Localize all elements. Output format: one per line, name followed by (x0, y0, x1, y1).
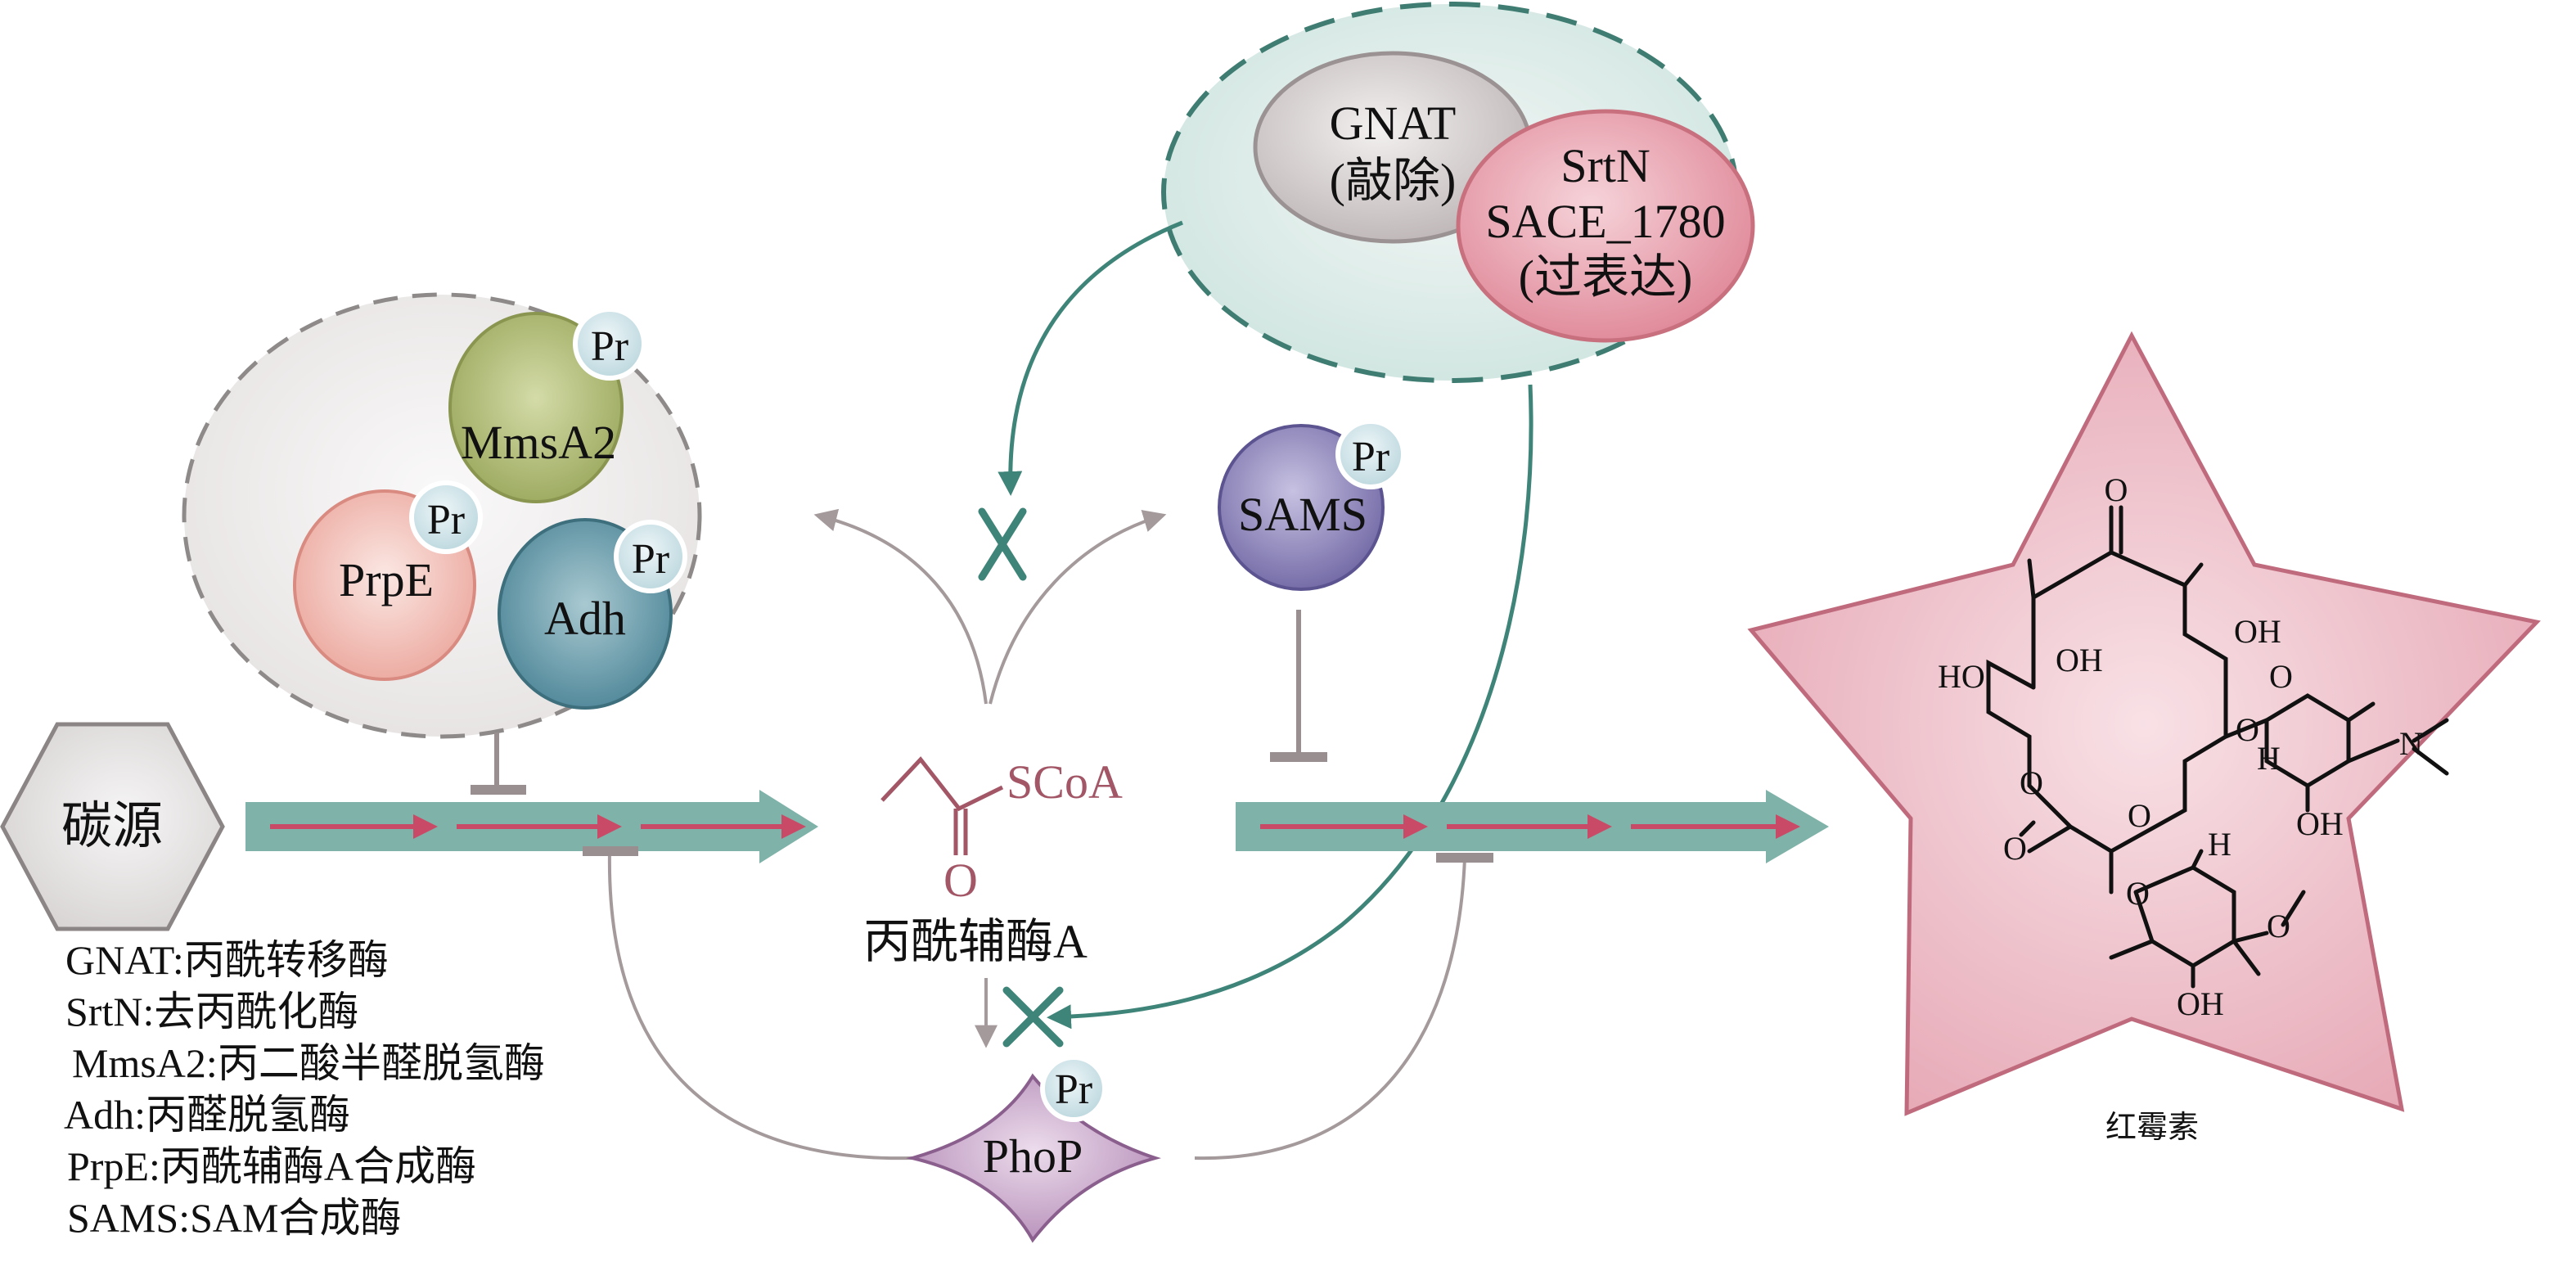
phop-label: PhoP (983, 1129, 1083, 1183)
pr-badge (573, 307, 646, 381)
atom-label: H (2257, 740, 2281, 777)
legend-item: SrtN:去丙酰化酶 (65, 989, 358, 1034)
gnat-label: GNAT (1330, 97, 1457, 150)
atom-label: OH (2177, 985, 2224, 1022)
pathway-arrow-left (245, 790, 818, 863)
atom-label: HO (1938, 658, 1985, 695)
erythromycin-name: 红霉素 (2105, 1111, 2199, 1145)
block-mark-upper-icon (978, 507, 1027, 581)
enzyme-cluster: Pr MmsA2 Pr PrpE Pr Adh (182, 292, 702, 739)
atom-label: O (2003, 830, 2027, 867)
legend-item: MmsA2:丙二酸半醛脱氢酶 (72, 1040, 545, 1086)
srtn-label: SrtN (1560, 139, 1651, 192)
erythromycin-structure (1986, 505, 2449, 989)
regulator-cluster: GNAT (敲除) SrtN SACE_1780 (过表达) (1161, 2, 1755, 383)
sams-node[interactable]: Pr SAMS (1218, 419, 1406, 591)
atom-label: OH (2234, 613, 2281, 650)
atom-label: O (2105, 471, 2128, 508)
scoa-label: SCoA (1007, 755, 1123, 809)
mmsa2-pr-label: Pr (591, 323, 628, 370)
regulation-arrow-upper (998, 220, 1183, 496)
pr-badge (614, 520, 687, 593)
legend-item: SAMS:SAM合成酶 (67, 1195, 401, 1241)
legend-item: PrpE:丙酰辅酶A合成酶 (67, 1143, 476, 1189)
adh-pr-label: Pr (632, 536, 669, 583)
adh-label: Adh (544, 592, 626, 645)
propionyl-coa-name: 丙酰辅酶A (863, 915, 1088, 968)
atom-label: OH (2296, 805, 2344, 842)
atom-label: N (2399, 725, 2423, 762)
legend: GNAT:丙酰转移酶 SrtN:去丙酰化酶 MmsA2:丙二酸半醛脱氢酶 Adh… (64, 937, 545, 1241)
pathway-arrow-right (1236, 790, 1829, 863)
carbonyl-oxygen-label: O (943, 854, 978, 907)
sams-pr-label: Pr (1352, 434, 1389, 480)
srtn-sublabel: SACE_1780 (1485, 195, 1725, 248)
atom-label: O (2020, 764, 2043, 801)
atom-label: O (2128, 797, 2151, 834)
atom-label: H (2208, 826, 2231, 863)
atom-label: O (2236, 711, 2259, 748)
phop-node[interactable]: Pr PhoP (906, 1055, 1161, 1243)
prpe-node[interactable]: Pr PrpE (293, 480, 483, 681)
propionyl-coa-skeleton (880, 756, 1004, 812)
erythromycin-node[interactable]: O HO OH OH O O H N OH O O O H O O OH (1747, 331, 2541, 1116)
gnat-action: (敲除) (1330, 154, 1457, 207)
pr-badge (409, 480, 483, 554)
pr-badge (1040, 1055, 1107, 1122)
srtn-action: (过表达) (1519, 250, 1693, 304)
phop-inhibition-right (1194, 857, 1466, 1161)
sams-label: SAMS (1238, 488, 1367, 541)
atom-label: O (2269, 658, 2293, 695)
legend-item: Adh:丙醛脱氢酶 (64, 1092, 350, 1138)
block-mark-lower-icon (1002, 986, 1064, 1048)
legend-item: GNAT:丙酰转移酶 (65, 937, 389, 983)
mmsa2-node[interactable]: Pr MmsA2 (448, 307, 646, 503)
prpe-label: PrpE (339, 553, 434, 606)
regulation-arrow-lower (1047, 384, 1533, 1030)
phop-inhibition-left (607, 850, 913, 1161)
atom-label: O (2267, 908, 2290, 944)
star-shape (1747, 331, 2541, 1116)
srtn-node[interactable]: SrtN SACE_1780 (过表达) (1456, 109, 1755, 343)
atom-label: O (2126, 875, 2150, 912)
carbon-source-label: 碳源 (61, 799, 163, 854)
pr-badge (1335, 419, 1406, 489)
gnat-node[interactable]: GNAT (敲除) (1253, 51, 1533, 244)
atom-label: OH (2056, 642, 2103, 678)
prpe-pr-label: Pr (427, 497, 465, 543)
propionyl-coa[interactable]: SCoA O 丙酰辅酶A (863, 755, 1123, 968)
carbon-source-node[interactable]: 碳源 (0, 722, 225, 931)
mmsa2-label: MmsA2 (461, 416, 616, 469)
phop-pr-label: Pr (1055, 1066, 1092, 1113)
adh-node[interactable]: Pr Adh (498, 518, 687, 710)
arrow-to-enzymes (813, 508, 988, 705)
arrow-to-sams (989, 510, 1167, 705)
